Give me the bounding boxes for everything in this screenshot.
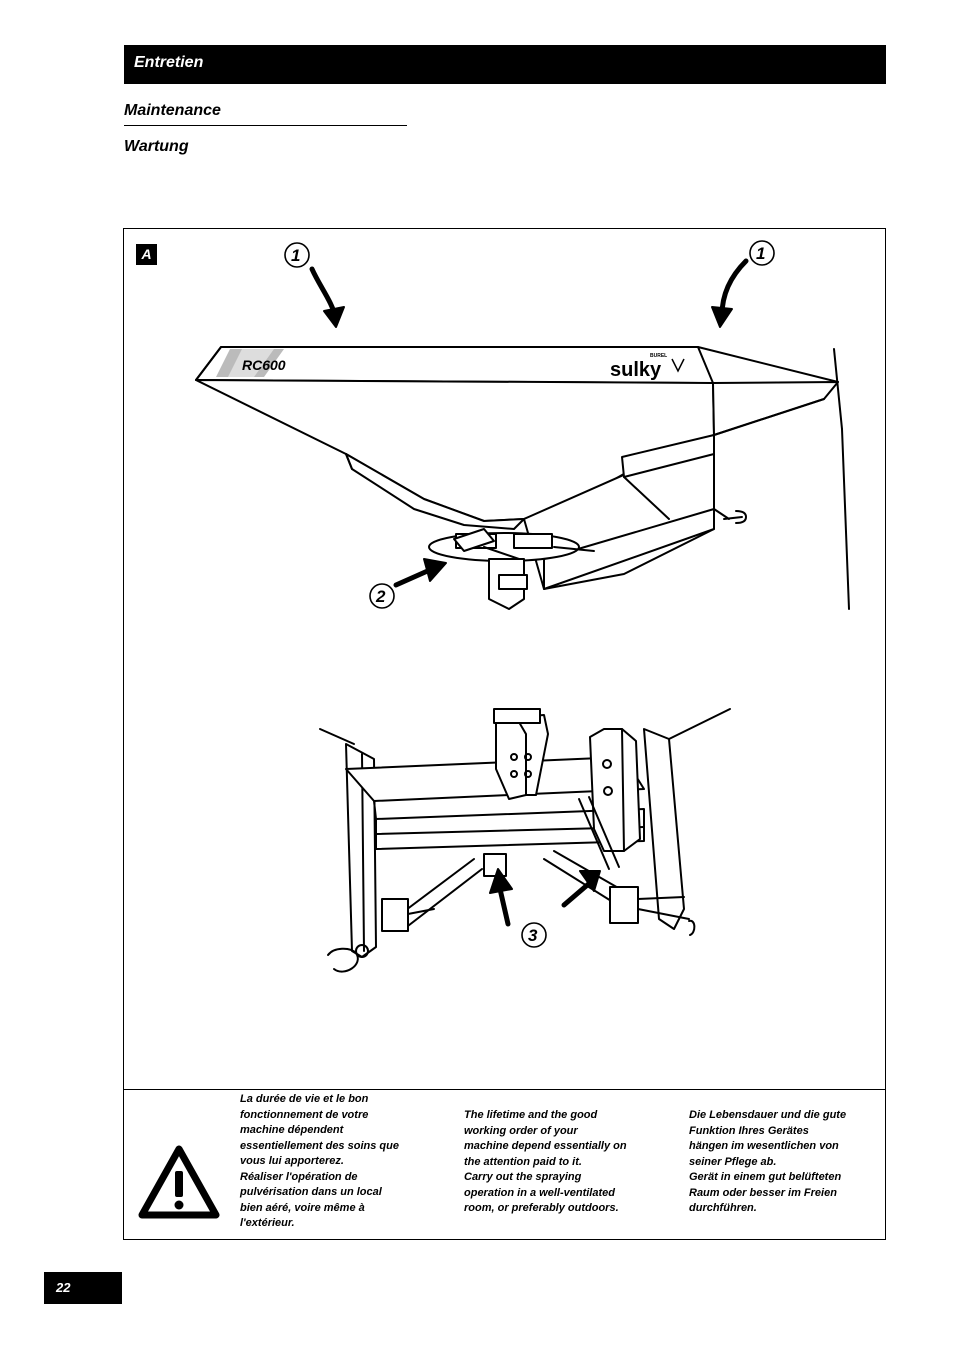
notice-fr-line: fonctionnement de votre (240, 1108, 369, 1121)
notice-german: Die Lebensdauer und die gute Funktion Ih… (689, 1108, 889, 1217)
section-title: Entretien (134, 54, 204, 71)
callout-number-3: 3 (528, 926, 538, 945)
notice-en-line: Carry out the spraying (464, 1171, 582, 1183)
callout-number-1-right: 1 (756, 244, 765, 263)
brand-logo-icon (671, 358, 685, 373)
notice-fr-line: essentiellement des soins que (240, 1139, 399, 1152)
notice-fr-line: machine dépendent (240, 1124, 344, 1136)
callout-circle-1-left (284, 242, 310, 268)
notice-de-line: hängen im wesentlichen von (689, 1140, 839, 1152)
notice-en-line: The lifetime and the good (464, 1109, 598, 1121)
callout-circle-1-right (749, 240, 775, 266)
notice-fr-line: pulvérisation dans un local (240, 1186, 382, 1198)
page-number-box: 22 (44, 1272, 122, 1304)
notice-en-line: working order of your (464, 1124, 578, 1137)
hitch-frame-drawing (319, 708, 731, 973)
notice-de-line: Gerät in einem gut belüfteten (689, 1171, 842, 1183)
notice-french: La durée de vie et le bon fonctionnement… (240, 1092, 440, 1232)
arrow-1-left-icon (309, 266, 345, 328)
callout-number-2: 2 (375, 587, 386, 606)
notice-de-line: Raum oder besser im Freien (689, 1186, 837, 1199)
notice-english: The lifetime and the good working order … (464, 1108, 664, 1217)
notice-de-line: Funktion Ihres Gerätes (689, 1124, 809, 1137)
subtitle-underline (124, 125, 407, 126)
spreader-illustration: RC600 sulky BUREL 1 1 2 3 (195, 240, 850, 973)
notice-de-line: seiner Pflege ab. (689, 1155, 777, 1168)
page-number: 22 (56, 1280, 71, 1295)
figure-label: A (136, 244, 157, 265)
brand-sub-text: BUREL (650, 353, 667, 359)
hopper-drawing (195, 346, 850, 610)
subtitle-english: Maintenance (124, 102, 221, 119)
figure-frame: A (123, 228, 886, 1240)
notice-en-line: the attention paid to it. (464, 1155, 582, 1168)
notice-fr-line: vous lui apporterez. (240, 1155, 344, 1167)
notice-en-line: room, or preferably outdoors. (464, 1202, 619, 1214)
model-label: RC600 (242, 357, 286, 373)
notice-fr-line: La durée de vie et le bon (240, 1093, 369, 1105)
warning-triangle-icon (138, 1145, 220, 1219)
arrow-1-right-icon (711, 258, 749, 328)
subtitle-german: Wartung (124, 138, 189, 155)
notice-fr-line: bien aéré, voire même à (240, 1201, 365, 1214)
arrow-3-left-icon (489, 868, 513, 927)
arrow-2-icon (393, 558, 447, 588)
notice-fr-line: Réaliser l'opération de (240, 1170, 358, 1183)
callout-number-1-left: 1 (291, 246, 300, 265)
notice-fr-line: l'extérieur. (240, 1217, 295, 1229)
callout-circle-3 (521, 922, 547, 948)
section-header-bar: Entretien (124, 45, 886, 84)
callout-circle-2 (369, 583, 395, 609)
rc600-decal (216, 349, 284, 377)
notice-de-line: Die Lebensdauer und die gute (689, 1109, 847, 1121)
notice-en-line: operation in a well-ventilated (464, 1186, 615, 1199)
notice-divider (124, 1089, 885, 1090)
arrow-3-right-icon (561, 870, 601, 908)
brand-logo-text: sulky (610, 359, 662, 381)
notice-en-line: machine depend essentially on (464, 1140, 627, 1152)
notice-de-line: durchführen. (689, 1202, 757, 1214)
